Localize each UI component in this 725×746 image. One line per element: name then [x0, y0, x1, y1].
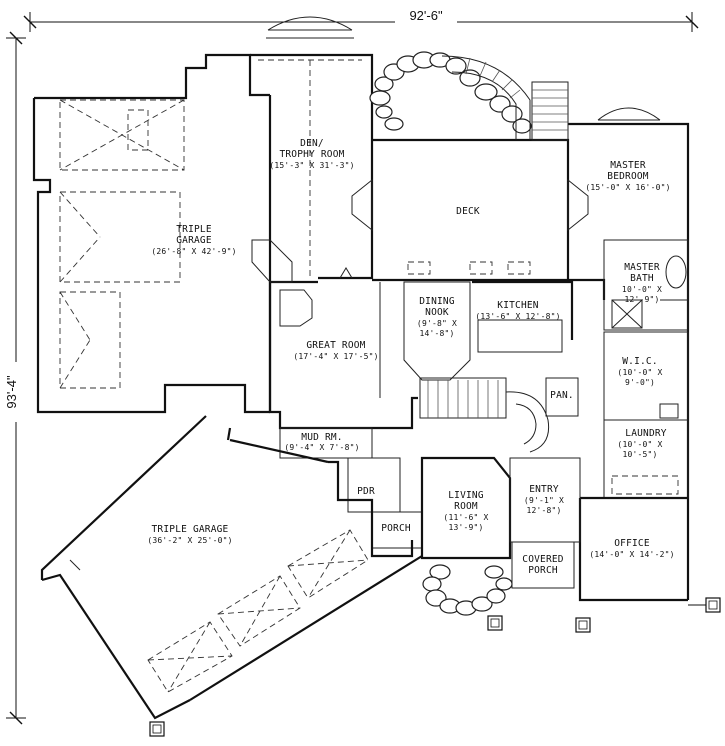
den-details [251, 59, 362, 283]
wic-label: W.I.C. [622, 356, 658, 367]
fireplace [279, 289, 313, 327]
dining-nook-label-2: NOOK [425, 307, 449, 318]
column-posts [149, 597, 721, 737]
exterior-walls [32, 53, 706, 606]
office-label: OFFICE [614, 538, 650, 549]
covered-porch-label-2: PORCH [528, 565, 558, 576]
dining-nook-size-1: (9'-8" X [417, 319, 457, 328]
wic-size-2: 9'-0") [625, 378, 655, 387]
width-dimension-bg [395, 6, 457, 24]
upper-garage-label-1: TRIPLE [176, 224, 212, 235]
pantry-label: PAN. [550, 390, 574, 401]
deck-details [266, 16, 661, 275]
master-bath-size-2: 12'-9") [624, 295, 659, 304]
entry-size-2: 12'-8") [526, 506, 561, 515]
master-fixtures [611, 255, 687, 495]
overall-depth-label: 93'-4" [4, 375, 19, 409]
powder-label: PDR [357, 486, 375, 497]
office-size: (14'-0" X 14'-2") [589, 550, 674, 559]
overall-width-label: 92'-6" [409, 8, 443, 23]
upper-garage-label-2: GARAGE [176, 235, 212, 246]
entry-label: ENTRY [529, 484, 559, 495]
wic-size-1: (10'-0" X [617, 368, 662, 377]
living-room-size-1: (11'-6" X [443, 513, 488, 522]
master-bath-label-2: BATH [630, 273, 654, 284]
mud-room-label: MUD RM. [301, 432, 342, 443]
deck-label: DECK [456, 206, 480, 217]
master-bath-label-1: MASTER [624, 262, 660, 273]
master-bedroom-label-2: BEDROOM [607, 171, 649, 182]
laundry-size-2: 10'-5") [622, 450, 657, 459]
living-room-label-2: ROOM [454, 501, 478, 512]
great-room-label: GREAT ROOM [306, 340, 365, 351]
dimension-lines [6, 12, 699, 725]
living-room-size-2: 13'-9") [448, 523, 483, 532]
master-bath-size-1: 10'-0" X [622, 285, 662, 294]
dining-nook-size-2: 14'-8") [419, 329, 454, 338]
kitchen-size: (13'-6" X 12'-8") [475, 312, 560, 321]
upper-garage-size: (26'-8" X 42'-9") [151, 247, 236, 256]
living-room-label-1: LIVING [448, 490, 484, 501]
porch-label: PORCH [381, 523, 411, 534]
dining-nook-label-1: DINING [419, 296, 455, 307]
lower-garage [40, 415, 423, 720]
laundry-label: LAUNDRY [625, 428, 667, 439]
kitchen-label: KITCHEN [497, 300, 539, 311]
lower-garage-label: TRIPLE GARAGE [152, 524, 229, 535]
laundry-size-1: (10'-0" X [617, 440, 662, 449]
covered-porch-label-1: COVERED [522, 554, 564, 565]
den-label-1: DEN/ [300, 138, 324, 149]
front-stone-planter [422, 564, 513, 616]
stone-wall [369, 51, 532, 134]
master-bedroom-size: (15'-0" X 16'-0") [585, 183, 670, 192]
lower-garage-size: (36'-2" X 25'-0") [147, 536, 232, 545]
entry-size-1: (9'-1" X [524, 496, 564, 505]
great-room-size: (17'-4" X 17'-5") [293, 352, 378, 361]
master-bedroom-label-1: MASTER [610, 160, 646, 171]
mud-room-size: (9'-4" X 7'-8") [284, 443, 359, 452]
den-size: (15'-3" X 31'-3") [269, 161, 354, 170]
den-label-2: TROPHY ROOM [279, 149, 344, 160]
upper-garage-doors [59, 99, 185, 389]
